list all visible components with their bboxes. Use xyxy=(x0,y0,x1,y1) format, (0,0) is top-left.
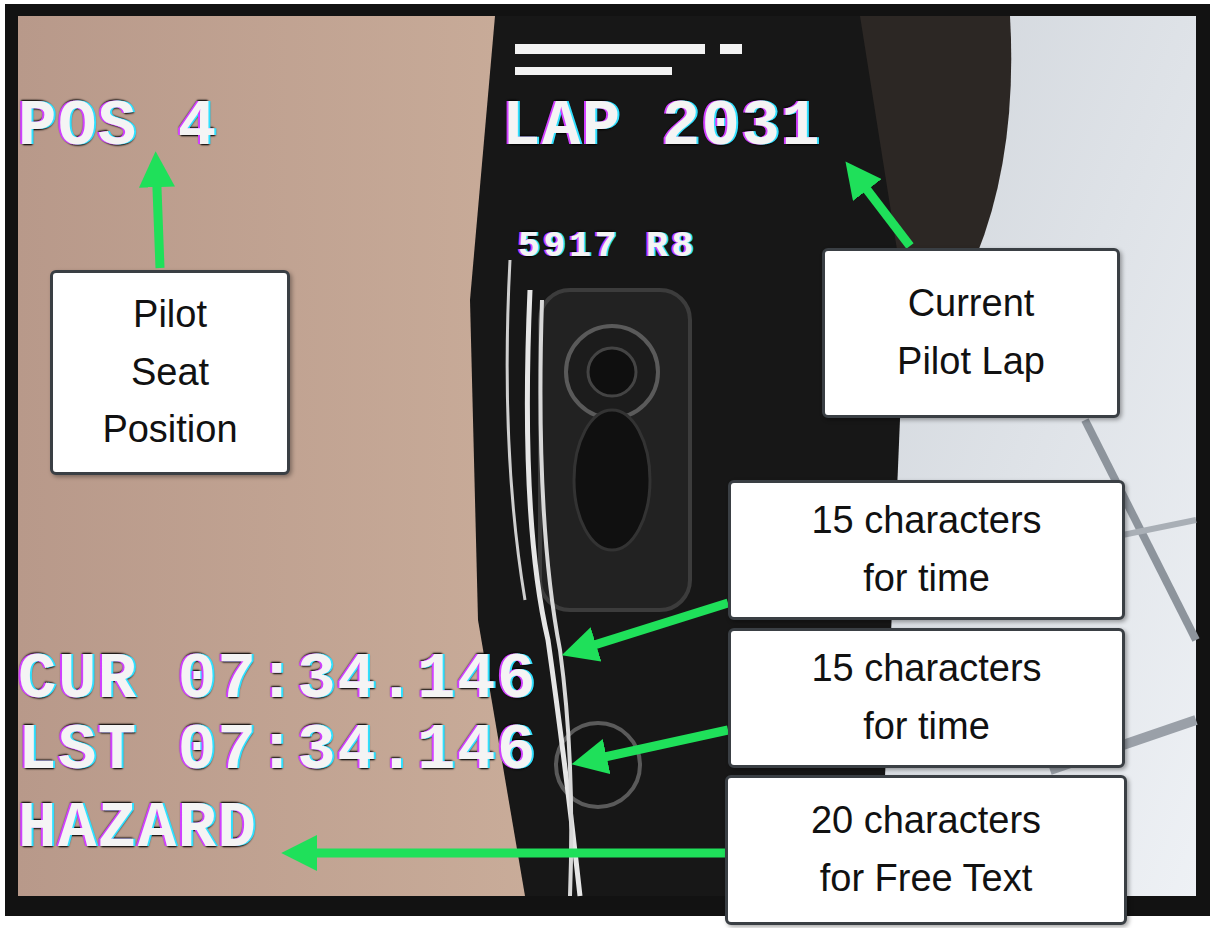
cable xyxy=(540,300,571,896)
callout-box: Current Pilot Lap xyxy=(822,248,1120,418)
cable xyxy=(507,260,525,600)
callout-box: Pilot Seat Position xyxy=(50,270,290,475)
callout-label: Pilot Seat Position xyxy=(98,286,243,459)
callout-box: 15 characters for time xyxy=(728,628,1125,768)
cable xyxy=(527,290,580,896)
callout-arrow xyxy=(852,170,910,246)
callout-arrow xyxy=(156,162,160,268)
callout-arrow xyxy=(292,849,725,858)
callout-label: 20 characters for Free Text xyxy=(801,792,1051,908)
lens xyxy=(588,348,636,396)
osd-text: HAZARD xyxy=(18,797,257,861)
callout-box: 20 characters for Free Text xyxy=(725,775,1127,925)
osd-text: 5917 R8 xyxy=(518,229,697,265)
osd-bar xyxy=(515,44,705,54)
osd-bar xyxy=(515,67,672,75)
osd-text: POS 4 xyxy=(18,95,218,159)
callout-label: 15 characters for time xyxy=(802,492,1052,608)
callout-label: Current Pilot Lap xyxy=(881,275,1061,391)
osd-text: LAP 2031 xyxy=(502,95,821,159)
device-part xyxy=(574,410,650,550)
lens-ring xyxy=(566,326,658,418)
callout-arrow xyxy=(582,730,728,762)
osd-text: CUR 07:34.146 xyxy=(18,648,537,712)
callout-arrow xyxy=(572,603,728,652)
skin-area xyxy=(18,16,1196,896)
osd-text: LST 07:34.146 xyxy=(18,719,537,783)
callout-label: 15 characters for time xyxy=(802,640,1052,756)
device-body xyxy=(540,290,690,610)
osd-bar xyxy=(720,44,742,54)
callout-box: 15 characters for time xyxy=(728,480,1125,620)
